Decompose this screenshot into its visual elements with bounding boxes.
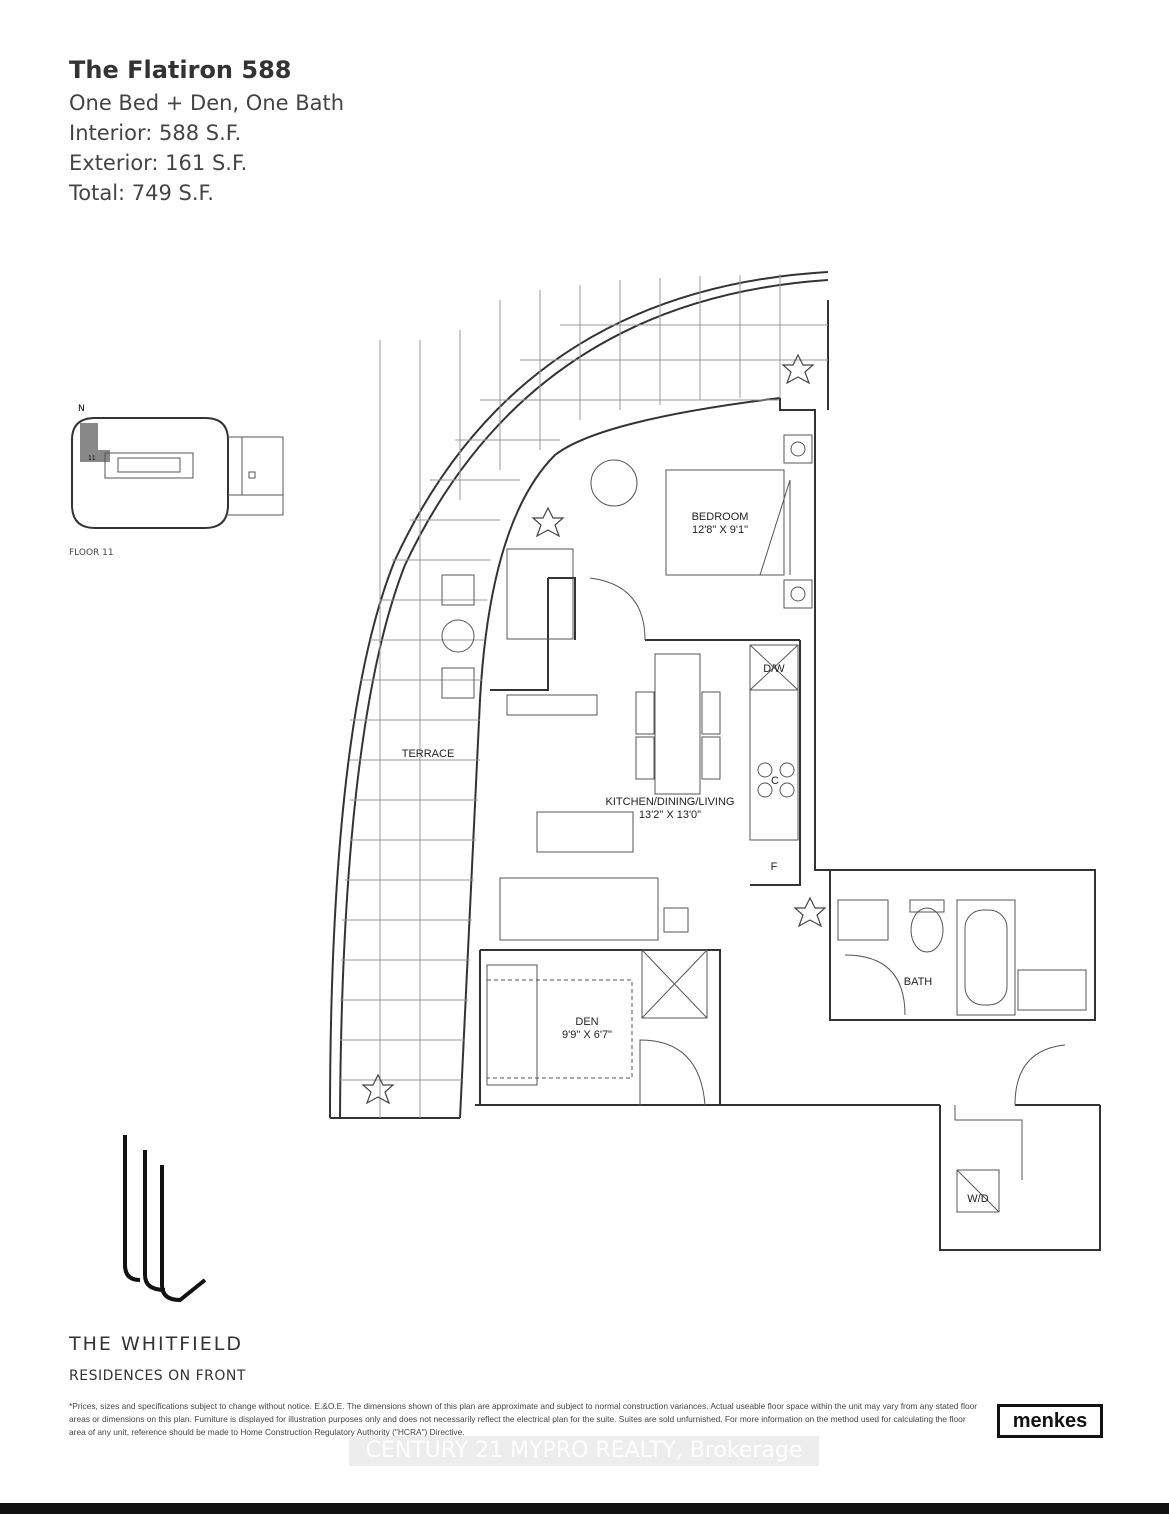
- kitchen-dining-living: D/W C F KITCHEN/DINING/LIVING 13'2" X 13…: [499, 644, 799, 941]
- total-area: Total: 749 S.F.: [69, 181, 214, 205]
- terrace-label: TERRACE: [402, 748, 455, 760]
- north-arrow: N: [78, 404, 85, 414]
- plan-title: The Flatiron 588: [69, 56, 292, 84]
- exterior-area: Exterior: 161 S.F.: [69, 151, 248, 175]
- watermark: CENTURY 21 MYPRO REALTY, Brokerage: [349, 1436, 819, 1466]
- bedroom: BEDROOM 12'8" X 9'1": [506, 434, 813, 640]
- cooktop-label: C: [771, 775, 779, 787]
- plan-header: The Flatiron 588 One Bed + Den, One Bath…: [69, 56, 344, 208]
- disclaimer: *Prices, sizes and specifications subjec…: [69, 1401, 978, 1437]
- plant-icon: [781, 353, 815, 385]
- washer-dryer-label: W/D: [967, 1193, 988, 1205]
- key-plan: N 11 FLOOR 11: [69, 404, 284, 558]
- interior-area: Interior: 588 S.F.: [69, 121, 242, 145]
- bedroom-dims: 12'8" X 9'1": [692, 524, 748, 536]
- plan-type: One Bed + Den, One Bath: [69, 91, 345, 115]
- developer-logo: menkes: [997, 1404, 1103, 1438]
- bath: BATH: [837, 899, 1087, 1016]
- kitchen-dims: 13'2" X 13'0": [639, 809, 701, 821]
- plant-icon: [361, 1073, 395, 1105]
- fridge-label: F: [771, 861, 778, 873]
- unit-marker: 11: [88, 455, 96, 462]
- plant-icons: [361, 353, 827, 1105]
- dishwasher-label: D/W: [763, 663, 785, 675]
- kitchen-label: KITCHEN/DINING/LIVING: [606, 796, 735, 808]
- unit-walls: [475, 398, 1101, 1251]
- laundry: W/D: [954, 1044, 1066, 1213]
- bedroom-label: BEDROOM: [692, 511, 749, 523]
- floor-label: FLOOR 11: [69, 548, 114, 558]
- bath-label: BATH: [904, 976, 933, 988]
- brand-subtitle: RESIDENCES ON FRONT: [69, 1368, 246, 1384]
- whitfield-logo: [123, 1135, 207, 1303]
- terrace: TERRACE: [329, 271, 829, 1119]
- den-label: DEN: [575, 1016, 598, 1028]
- brand-name: THE WHITFIELD: [69, 1333, 243, 1355]
- bottom-bar: [0, 1503, 1169, 1514]
- plant-icon: [531, 506, 565, 538]
- plant-icon: [793, 896, 827, 928]
- den-dims: 9'9" X 6'7": [562, 1029, 612, 1041]
- den: DEN 9'9" X 6'7": [486, 949, 708, 1106]
